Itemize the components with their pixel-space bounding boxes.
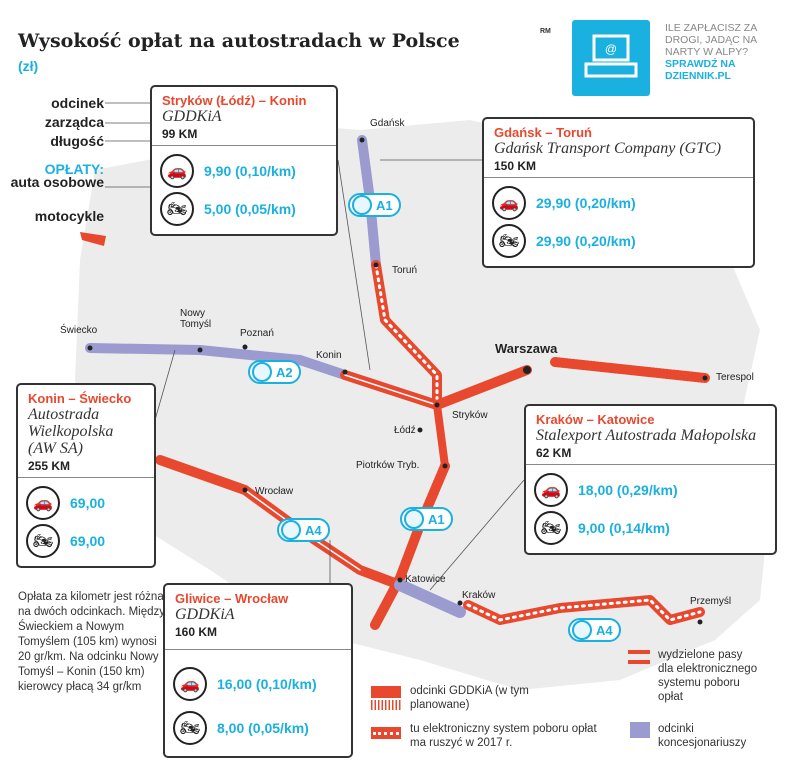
laptop-at-icon[interactable]: @ [572,20,650,96]
city-poznan: Poznań [240,328,274,339]
a4-katowice-krakow [394,579,466,618]
moto-price: 5,00 (0,05/km) [204,201,296,217]
motorcycle-icon: 🏍 [160,192,194,226]
badge-label: A1 [428,511,445,527]
section-length: 99 KM [162,127,198,141]
section-route: Konin – Świecko [28,391,132,406]
motorway-icon [281,520,301,540]
badge-label: A1 [376,197,393,213]
car-price: 18,00 (0,29/km) [578,482,678,498]
car-icon: 🚗 [160,154,194,188]
moto-price: 69,00 [70,533,106,549]
badge-a1-north: A1 [348,193,401,217]
motorcycle-icon: 🏍 [492,224,526,258]
a2-swiecko-konin [85,343,350,380]
promo-text[interactable]: ILE ZAPŁACISZ ZA DROGI, JADĄC NA NARTY W… [665,22,785,82]
car-icon: 🚗 [492,186,526,220]
badge-a2: A2 [248,360,301,384]
moto-price: 8,00 (0,05/km) [217,720,309,736]
section-operator: Autostrada Wielkopolska (AW SA) [28,406,114,457]
credit: RM [540,28,551,35]
car-price: 69,00 [70,495,106,511]
car-icon: 🚗 [534,473,568,507]
motorcycle-icon: 🏍 [26,524,60,558]
car-price: 9,90 (0,10/km) [204,163,296,179]
legend-gddkia: odcinki GDDKiA (w tym planowane) [410,685,529,711]
legend-swatch-concession [630,722,650,738]
city-swiecko: Świecko [60,325,98,336]
city-strykow: Stryków [452,410,488,421]
car-icon: 🚗 [26,486,60,520]
city-torun: Toruń [392,265,418,276]
promo-link[interactable]: SPRAWDŹ NA DZIENNIK.PL [665,58,736,82]
city-krakow: Kraków [462,590,496,601]
section-length: 150 KM [494,159,537,173]
city-wroclaw: Wrocław [255,486,294,497]
badge-label: A2 [276,364,293,380]
city-terespol: Terespol [716,372,754,383]
moto-price: 29,90 (0,20/km) [536,233,636,249]
legend-concession: odcinki koncesjonariuszy [658,723,747,749]
key-fees: OPŁATY: [44,161,104,177]
footnote: Opłata za kilometr jest różna na dwóch o… [18,591,166,693]
badge-a1-south: A1 [400,507,453,531]
legend-swatch-gddkia [371,686,401,698]
city-konin: Konin [316,350,342,361]
promo-question: ILE ZAPŁACISZ ZA DROGI, JADĄC NA NARTY W… [665,22,757,58]
a2-terespol-planned [550,357,710,383]
key-operator: zarządca [44,114,104,130]
car-icon: 🚗 [173,667,207,701]
legend-swatch-planned [371,700,401,710]
badge-a4-west: A4 [277,518,330,542]
section-route: Stryków (Łódź) – Konin [162,93,307,108]
badge-label: A4 [596,622,613,638]
city-przemysl: Przemyśl [690,596,732,607]
section-operator: GDDKiA [175,606,235,623]
motorway-icon [252,362,272,382]
legend-electronic: tu elektroniczny system poboru opłat ma … [410,723,597,749]
section-route: Gdańsk – Toruń [494,125,592,140]
key-length: długość [50,133,104,149]
city-lodz: Łódź [394,425,416,436]
key-section: odcinek [51,95,104,111]
key-motorcycles: motocykle [34,208,104,224]
legend-lanes: wydzielone pasy dla elektronicznego syst… [658,649,758,703]
badge-label: A4 [305,522,322,538]
a1-strykow-south [433,401,449,470]
section-length: 62 KM [536,446,572,460]
city-gdansk: Gdańsk [370,118,405,129]
motorcycle-icon: 🏍 [534,511,568,545]
section-operator: Stalexport Autostrada Małopolska [536,427,757,444]
section-route: Kraków – Katowice [536,412,655,427]
motorcycle-icon: 🏍 [173,711,207,745]
section-length: 160 KM [175,625,218,639]
section-route: Gliwice – Wrocław [175,591,289,606]
city-katowice: Katowice [405,574,446,585]
legend-swatch-electronic [371,727,401,739]
moto-price: 9,00 (0,14/km) [578,520,670,536]
svg-text:@: @ [605,42,617,56]
key-cars: auta osobowe [10,174,104,190]
unit-label: (zł) [18,58,39,74]
motorway-icon [572,620,592,640]
motorway-icon [352,195,372,215]
section-length: 255 KM [28,459,71,473]
city-nowy-tomysl: Nowy Tomyśl [180,308,212,330]
legend-swatch-lanes [628,650,650,664]
car-price: 29,90 (0,20/km) [536,195,636,211]
motorway-icon [404,509,424,529]
city-piotrkow: Piotrków Tryb. [356,460,420,471]
badge-a4-east: A4 [568,618,621,642]
car-price: 16,00 (0,10/km) [217,676,317,692]
section-operator: Gdańsk Transport Company (GTC) [494,140,722,157]
section-operator: GDDKiA [162,108,222,125]
city-warszawa: Warszawa [495,341,558,356]
page-title: Wysokość opłat na autostradach w Polsce [18,30,460,52]
